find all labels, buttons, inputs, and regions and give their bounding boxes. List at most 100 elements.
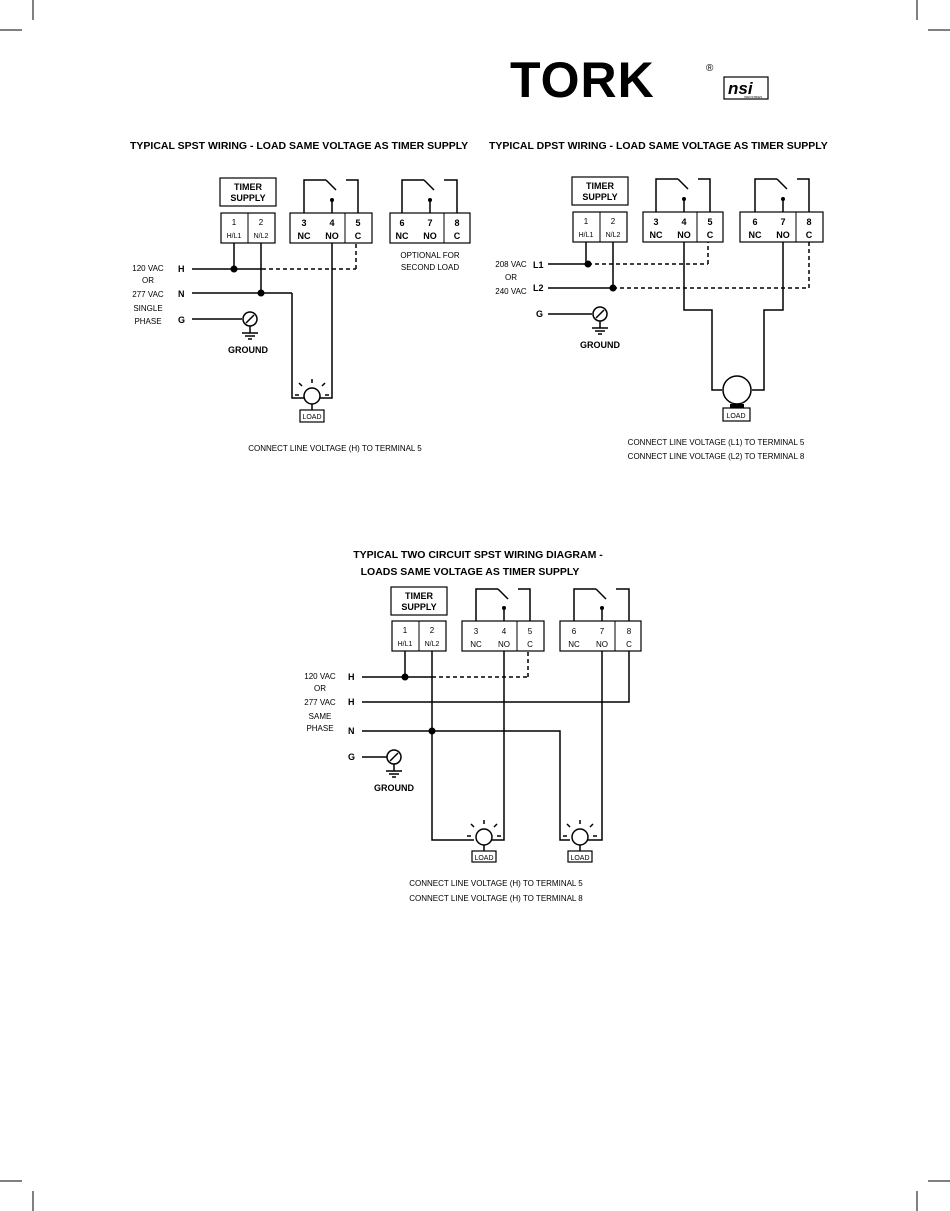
- spst-load-label: LOAD: [302, 414, 321, 421]
- tork-logo: TORK: [510, 52, 655, 108]
- two-circuit-terminal-block-switch-1: [461, 620, 545, 652]
- spst-term-3-num: 3: [301, 218, 306, 228]
- spst-voltage-4: SINGLE: [133, 304, 162, 313]
- dpst-switch-2-icon: [754, 178, 810, 212]
- two-circuit-term-6-sub: NC: [568, 640, 580, 649]
- dpst-supply-label-2: SUPPLY: [582, 192, 617, 202]
- dpst-voltage-2: OR: [505, 273, 517, 282]
- spst-supply-label-1: TIMER: [234, 182, 262, 192]
- spst-diagram: TYPICAL SPST WIRING - LOAD SAME VOLTAGE …: [130, 140, 471, 453]
- dpst-term-6-num: 6: [752, 217, 757, 227]
- spst-term-1-sub: H/L1: [227, 233, 242, 240]
- spst-load-box: [299, 409, 325, 423]
- spst-term-2-num: 2: [259, 218, 264, 227]
- two-circuit-term-8-num: 8: [627, 627, 632, 636]
- two-circuit-term-1-num: 1: [403, 626, 408, 635]
- dpst-term-2-sub: N/L2: [606, 232, 621, 239]
- two-circuit-load-1-lamp-icon: [467, 820, 501, 851]
- dpst-term-7-num: 7: [780, 217, 785, 227]
- dpst-term-5-sub: C: [707, 230, 714, 240]
- dpst-term-8-sub: C: [806, 230, 813, 240]
- dpst-term-4-num: 4: [681, 217, 686, 227]
- dpst-terminal-block-switch-2: [739, 211, 824, 243]
- two-circuit-note-2: CONNECT LINE VOLTAGE (H) TO TERMINAL 8: [409, 894, 583, 903]
- dpst-term-6-sub: NC: [749, 230, 762, 240]
- dpst-load-box: [722, 407, 751, 422]
- spst-title: TYPICAL SPST WIRING - LOAD SAME VOLTAGE …: [130, 140, 468, 152]
- spst-note: CONNECT LINE VOLTAGE (H) TO TERMINAL 5: [248, 444, 422, 453]
- two-circuit-line-g: G: [348, 752, 355, 762]
- spst-term-3-sub: NC: [298, 231, 311, 241]
- two-circuit-load-2-label: LOAD: [570, 855, 589, 862]
- dpst-term-2-num: 2: [611, 217, 616, 226]
- spst-load-lamp-icon: [295, 379, 329, 410]
- spst-optional-label-2: SECOND LOAD: [401, 263, 459, 272]
- dpst-term-3-num: 3: [653, 217, 658, 227]
- two-circuit-voltage-3: 277 VAC: [304, 698, 336, 707]
- dpst-term-5-num: 5: [707, 217, 712, 227]
- spst-voltage-2: OR: [142, 276, 154, 285]
- two-circuit-term-4-num: 4: [502, 627, 507, 636]
- spst-optional-label-1: OPTIONAL FOR: [400, 251, 459, 260]
- dpst-timer-supply-box: [571, 176, 629, 206]
- two-circuit-voltage-5: PHASE: [306, 724, 333, 733]
- spst-term-5-sub: C: [355, 231, 362, 241]
- dpst-term-8-num: 8: [806, 217, 811, 227]
- dpst-line-l1: L1: [533, 260, 544, 270]
- two-circuit-terminal-block-switch-2: [559, 620, 642, 652]
- spst-terminal-block-switch-1: [289, 212, 373, 244]
- two-circuit-switch-2-icon: [573, 588, 630, 621]
- brand-logo: TORK ® nsi INDUSTRIES: [510, 52, 769, 108]
- spst-term-1-num: 1: [232, 218, 237, 227]
- registered-mark: ®: [706, 63, 714, 74]
- two-circuit-term-5-num: 5: [528, 627, 533, 636]
- spst-line-h: H: [178, 264, 185, 274]
- spst-voltage-1: 120 VAC: [132, 264, 164, 273]
- two-circuit-title-1: TYPICAL TWO CIRCUIT SPST WIRING DIAGRAM …: [353, 549, 603, 561]
- two-circuit-switch-1-icon: [475, 588, 531, 621]
- spst-terminal-block-switch-2: [389, 212, 471, 244]
- spst-term-8-sub: C: [454, 231, 461, 241]
- two-circuit-term-7-sub: NO: [596, 640, 608, 649]
- dpst-supply-label-1: TIMER: [586, 181, 614, 191]
- dpst-voltage-3: 240 VAC: [495, 287, 527, 296]
- two-circuit-term-6-num: 6: [572, 627, 577, 636]
- dpst-note-2: CONNECT LINE VOLTAGE (L2) TO TERMINAL 8: [628, 452, 805, 461]
- spst-line-n: N: [178, 289, 185, 299]
- two-circuit-load-1-box: [471, 850, 497, 863]
- spst-term-6-sub: NC: [396, 231, 409, 241]
- two-circuit-line-n: N: [348, 726, 355, 736]
- dpst-term-4-sub: NO: [677, 230, 691, 240]
- spst-voltage-5: PHASE: [134, 317, 161, 326]
- spst-term-8-num: 8: [454, 218, 459, 228]
- two-circuit-term-2-sub: N/L2: [425, 641, 440, 648]
- spst-term-4-sub: NO: [325, 231, 339, 241]
- spst-term-4-num: 4: [329, 218, 334, 228]
- two-circuit-supply-label-1: TIMER: [405, 591, 433, 601]
- two-circuit-wires: [362, 651, 630, 841]
- two-circuit-voltage-1: 120 VAC: [304, 672, 336, 681]
- two-circuit-timer-supply-box: [390, 586, 448, 616]
- spst-switch-1-icon: [303, 179, 359, 213]
- two-circuit-voltage-2: OR: [314, 684, 326, 693]
- spst-line-g: G: [178, 315, 185, 325]
- spst-switch-2-icon: [401, 179, 458, 213]
- two-circuit-term-1-sub: H/L1: [398, 641, 413, 648]
- spst-term-7-num: 7: [427, 218, 432, 228]
- two-circuit-load-2-lamp-icon: [563, 820, 597, 851]
- dpst-wires: [548, 242, 810, 391]
- two-circuit-supply-label-2: SUPPLY: [401, 602, 436, 612]
- dpst-line-g: G: [536, 309, 543, 319]
- two-circuit-load-1-label: LOAD: [474, 855, 493, 862]
- spst-term-7-sub: NO: [423, 231, 437, 241]
- dpst-load-label: LOAD: [726, 413, 745, 420]
- two-circuit-line-h2: H: [348, 697, 355, 707]
- spst-term-5-num: 5: [355, 218, 360, 228]
- two-circuit-ground-label: GROUND: [374, 783, 414, 793]
- spst-term-6-num: 6: [399, 218, 404, 228]
- dpst-term-1-num: 1: [584, 217, 589, 226]
- two-circuit-note-1: CONNECT LINE VOLTAGE (H) TO TERMINAL 5: [409, 879, 583, 888]
- dpst-line-l2: L2: [533, 283, 544, 293]
